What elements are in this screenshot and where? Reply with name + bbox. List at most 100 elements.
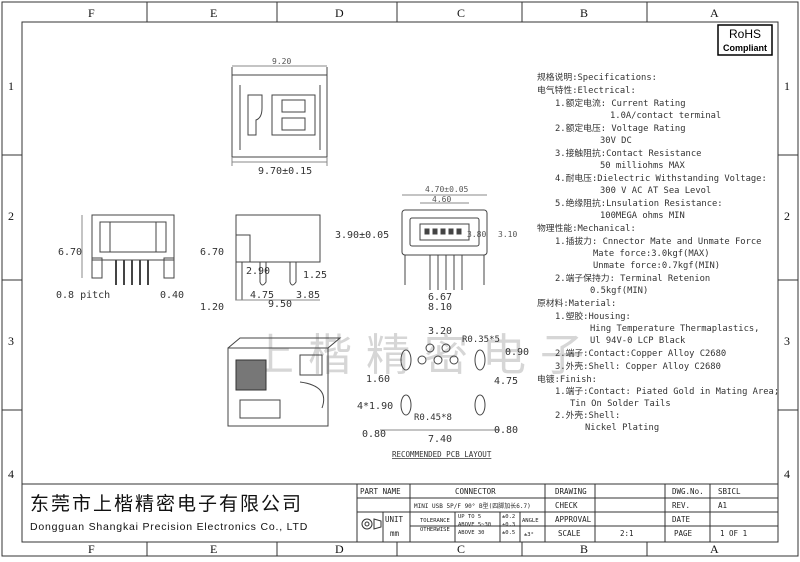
specifications: 规格说明:Specifications: 电气特性:Electrical: 1.… [537,71,779,433]
dim-pcb-slot: 4*1.90 [357,401,393,412]
zone-row-1: 1 [8,79,14,93]
dim-side2-height: 6.70 [200,247,224,258]
projection-symbol-icon [361,518,382,530]
dim-side2-f: 1.20 [200,302,224,313]
dim-pcb-a: 3.20 [428,326,452,337]
dim-front-w1: 6.67 [428,292,452,303]
svg-text:100MEGA ohms MIN: 100MEGA ohms MIN [600,211,685,221]
svg-text:1.端子:Contact: Piated Gold in M: 1.端子:Contact: Piated Gold in Mating Area… [555,385,779,397]
svg-text:Nickel Plating: Nickel Plating [585,423,659,433]
svg-text:5.绝缘阻抗:Lnsulation Resistance:: 5.绝缘阻抗:Lnsulation Resistance: [555,197,723,209]
spec-title: 规格说明:Specifications: [537,71,657,83]
dim-side-height: 6.70 [58,247,82,258]
front-view [401,194,488,290]
svg-text:PAGE: PAGE [674,529,693,538]
dim-pcb-f: 7.40 [428,434,452,445]
dim-top-overall: 9.70±0.15 [258,166,312,177]
spec-electrical: 电气特性:Electrical: [537,84,636,96]
svg-text:APPROVAL: APPROVAL [555,515,592,524]
svg-text:±0.2: ±0.2 [502,514,515,520]
svg-text:ANGLE: ANGLE [522,518,539,524]
dim-front-small: 3.80 [467,230,486,239]
spec-mechanical: 物理性能:Mechanical: [537,222,636,234]
svg-text:DRAWING: DRAWING [555,487,587,496]
title-block-text: PART NAME CONNECTOR DRAWING DWG.No. SBIC… [360,487,747,538]
dim-side2-a: 2.90 [246,266,270,277]
svg-text:ABOVE 30: ABOVE 30 [458,530,485,536]
svg-text:REV.: REV. [672,501,690,510]
inner-frame [21,21,779,543]
svg-text:2.端子保持力: Terminal Retenion: 2.端子保持力: Terminal Retenion [555,272,710,284]
zone-col-f: F [88,6,95,20]
svg-text:SCALE: SCALE [558,529,581,538]
svg-text:50 milliohms MAX: 50 milliohms MAX [600,161,685,171]
zone-col-e: E [210,6,217,20]
dim-pcb-g: 0.80 [494,425,518,436]
dim-side2-d: 4.75 [250,290,274,301]
svg-text:OTHERWISE: OTHERWISE [420,527,450,533]
spec-material: 原材料:Material: [537,297,616,309]
dim-side2-b: 1.25 [303,270,327,281]
dim-pitch: 0.8 pitch [56,290,110,301]
company-name-en: Dongguan Shangkai Precision Electronics … [30,521,308,533]
zone-col-c: C [457,6,465,20]
svg-text:TOLERANCE: TOLERANCE [420,518,450,524]
company-name-cn: 东莞市上楷精密电子有限公司 [30,493,303,515]
svg-text:Unmate force:0.7kgf(MIN): Unmate force:0.7kgf(MIN) [593,261,720,271]
dim-pcb-r2: R0.45*8 [414,413,452,423]
svg-text:RoHS: RoHS [729,27,761,41]
svg-text:2:1: 2:1 [620,529,634,538]
svg-text:DATE: DATE [672,515,691,524]
spec-finish: 电镀:Finish: [537,373,597,385]
svg-text:1.额定电流: Current Rating: 1.额定电流: Current Rating [555,97,686,109]
dim-front-top: 4.70±0.05 [425,185,469,194]
dim-front-w2: 8.10 [428,302,452,313]
dim-pcb-e: 0.80 [362,429,386,440]
dim-front-inner: 4.60 [432,195,451,204]
svg-text:300 V AC AT Sea Levol: 300 V AC AT Sea Levol [600,186,711,196]
svg-text:1 OF 1: 1 OF 1 [720,529,747,538]
zone-col-b-bottom: B [580,542,588,556]
svg-text:2.外壳:Shell:: 2.外壳:Shell: [555,409,620,421]
section-view [227,337,342,427]
svg-text:DWG.No.: DWG.No. [672,487,704,496]
svg-text:ABOVE 5~30: ABOVE 5~30 [458,522,491,528]
svg-text:2.额定电压: Voltage Rating: 2.额定电压: Voltage Rating [555,122,686,134]
svg-text:4.耐电压:Dielectric Withstanding: 4.耐电压:Dielectric Withstanding Voltage: [555,172,767,184]
svg-text:CONNECTOR: CONNECTOR [455,487,496,496]
svg-text:Tin On Solder Tails: Tin On Solder Tails [570,399,671,409]
svg-text:1.插拔力: Cnnector Mate and Unmat: 1.插拔力: Cnnector Mate and Unmate Force [555,235,761,247]
svg-text:Ul 94V-0 LCP Black: Ul 94V-0 LCP Black [590,336,686,346]
svg-text:1.塑胶:Housing:: 1.塑胶:Housing: [555,310,631,322]
svg-text:A1: A1 [718,501,727,510]
dim-top-width: 9.20 [272,57,291,66]
dim-pitch-gap: 0.40 [160,290,184,301]
dim-pcb-r: R0.35*5 [462,335,500,345]
side-view-left [81,214,175,285]
dim-side2-e: 3.85 [296,290,320,301]
svg-text:±0.3: ±0.3 [502,522,515,528]
dim-pcb-d: 4.75 [494,376,518,387]
zone-col-e-bottom: E [210,542,217,556]
svg-text:±3°: ±3° [524,532,534,538]
zone-col-d: D [335,6,344,20]
dim-side2-c: 9.50 [268,299,292,310]
svg-text:UNIT: UNIT [385,515,404,524]
svg-text:3.接触阻抗:Contact Resistance: 3.接触阻抗:Contact Resistance [555,147,701,159]
svg-text:30V DC: 30V DC [600,136,632,146]
pcb-layout [380,343,500,431]
dim-pcb-c: 1.60 [366,374,390,385]
svg-text:SBICL: SBICL [718,487,741,496]
svg-text:PART NAME: PART NAME [360,487,401,496]
dim-front-right: 3.10 [498,230,517,239]
zone-row-2-right: 2 [784,209,790,223]
zone-row-3: 3 [8,334,14,348]
svg-text:Hing Temperature Thermaplasti: Hing Temperature Thermaplastics, [590,324,759,334]
svg-text:mm: mm [390,529,400,538]
pcb-caption: RECOMMENDED PCB LAYOUT [392,450,492,459]
rohs-mark: RoHS Compliant [717,24,773,56]
